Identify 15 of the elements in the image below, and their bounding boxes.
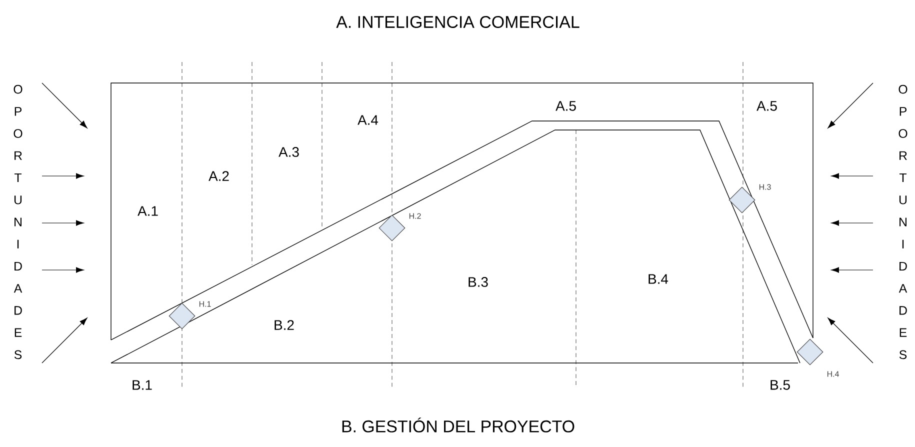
section-label: B.2 [274, 320, 294, 330]
section-label: B.3 [468, 277, 488, 287]
section-label: A.2 [208, 171, 229, 181]
section-label: A.4 [358, 115, 378, 125]
section-label: B.5 [770, 380, 790, 390]
vertical-label: OPORTUNIDADES [898, 84, 908, 360]
title: A. INTELIGENCIA COMERCIAL [336, 16, 580, 28]
vertical-label: OPORTUNIDADES [14, 84, 22, 360]
section-label: A.5 [756, 101, 777, 111]
section-label: B.4 [648, 274, 668, 284]
caption: B. GESTIÓN DEL PROYECTO [342, 418, 574, 432]
section-label: A.3 [278, 147, 299, 157]
section-label: A.5 [556, 101, 576, 111]
section-label: A.1 [138, 206, 158, 216]
section-label: B.1 [132, 380, 152, 390]
